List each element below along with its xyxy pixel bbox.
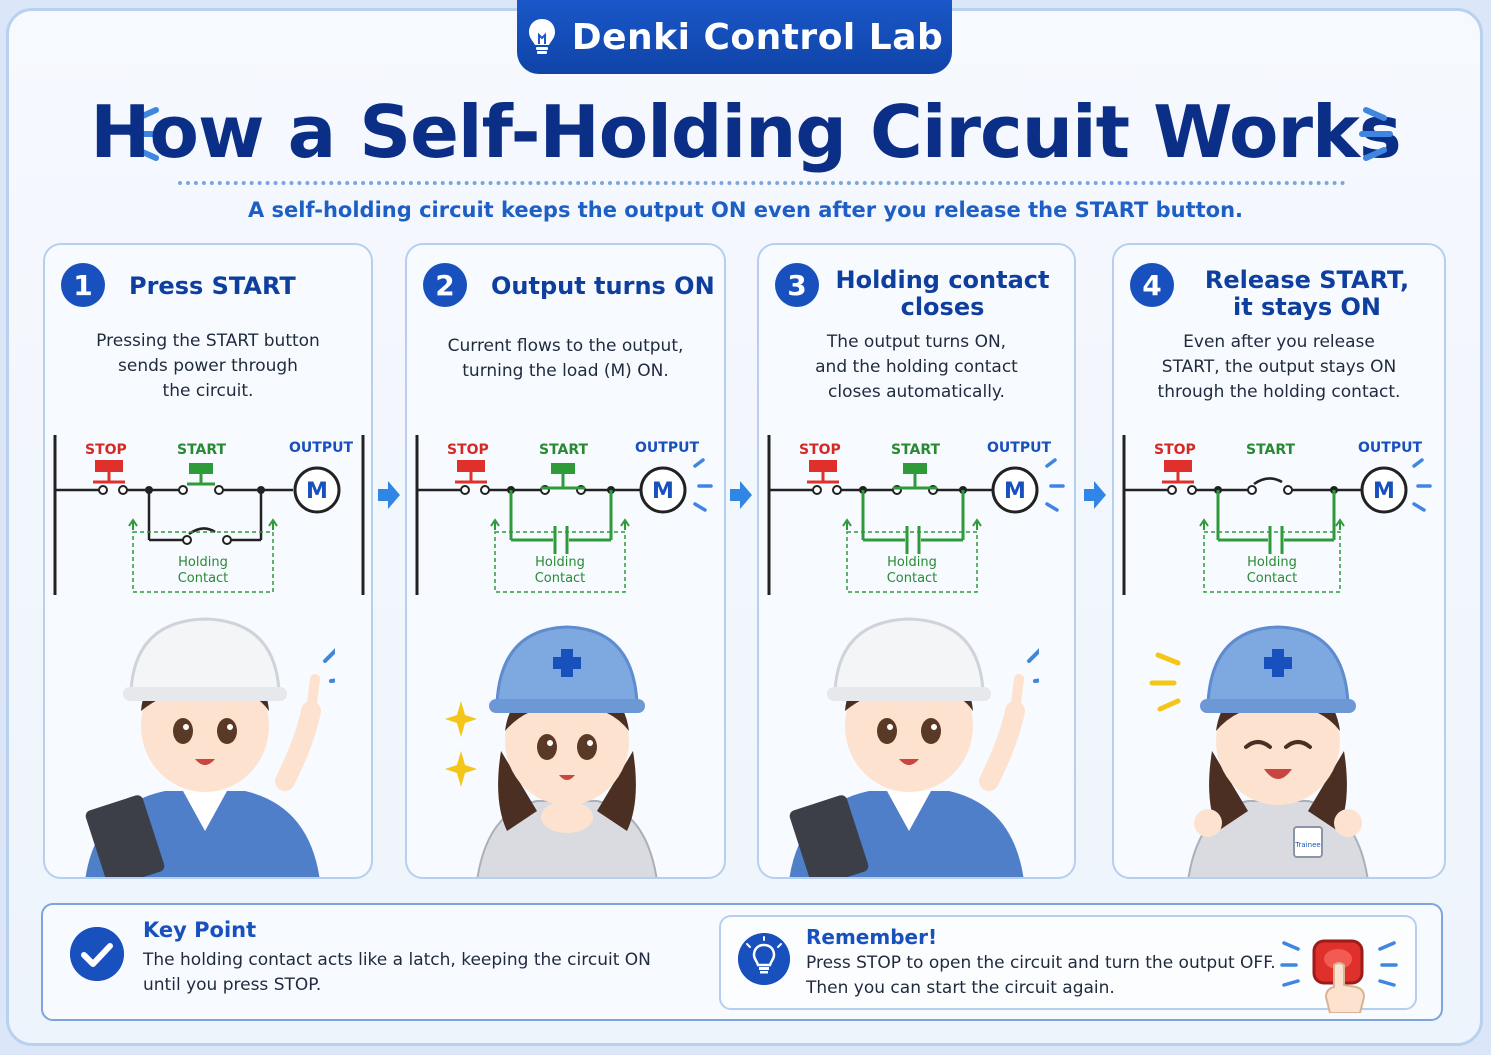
key-point-text: The holding contact acts like a latch, k… xyxy=(143,950,651,995)
title-divider xyxy=(178,181,1346,185)
svg-text:START: START xyxy=(539,442,589,458)
step-card-2: 2 Output turns ON Current flows to the o… xyxy=(405,243,726,879)
step-number: 3 xyxy=(775,263,819,307)
svg-text:M: M xyxy=(1004,479,1026,504)
engineer-girl-cheering-icon: Trainee xyxy=(1149,625,1369,877)
step-number: 1 xyxy=(61,263,105,307)
svg-text:Contact: Contact xyxy=(887,571,938,586)
step-description: The output turns ON,and the holding cont… xyxy=(815,332,1018,402)
remember-title: Remember! xyxy=(806,925,938,949)
svg-text:Holding: Holding xyxy=(178,555,228,570)
svg-text:STOP: STOP xyxy=(1154,442,1196,458)
stop-button-press-icon xyxy=(1280,939,1398,1013)
step-title: Release START,it stays ON xyxy=(1204,266,1410,321)
key-point-title: Key Point xyxy=(143,918,257,942)
ladder-circuit-2: STOP START OUTPUT M Holding Contact xyxy=(415,435,713,595)
brand-banner: Denki Control Lab xyxy=(517,0,952,74)
svg-text:STOP: STOP xyxy=(447,442,489,458)
engineer-girl-happy-icon xyxy=(445,625,658,877)
step-number: 2 xyxy=(423,263,467,307)
lightbulb-icon xyxy=(738,933,790,985)
page-title: How a Self-Holding Circuit Works xyxy=(90,90,1401,174)
name-badge-icon xyxy=(1293,826,1323,858)
svg-text:STOP: STOP xyxy=(85,442,127,458)
lightbulb-icon xyxy=(528,19,555,54)
svg-text:Holding: Holding xyxy=(887,555,937,570)
svg-text:Contact: Contact xyxy=(535,571,586,586)
svg-text:Trainee: Trainee xyxy=(1294,841,1320,849)
subtitle: A self-holding circuit keeps the output … xyxy=(247,198,1244,222)
sparkle-lines-right-icon xyxy=(1359,107,1393,161)
svg-text:START: START xyxy=(891,442,941,458)
ladder-circuit-3: STOP START OUTPUT M Holding Contact xyxy=(767,435,1065,595)
remember-text: Press STOP to open the circuit and turn … xyxy=(806,953,1276,998)
svg-text:OUTPUT: OUTPUT xyxy=(987,440,1051,456)
svg-text:STOP: STOP xyxy=(799,442,841,458)
step-description: Current flows to the output,turning the … xyxy=(447,336,684,381)
svg-text:Holding: Holding xyxy=(535,555,585,570)
remember-panel xyxy=(719,915,1417,1010)
sparkle-lines-left-icon xyxy=(129,107,163,161)
step-title: Output turns ON xyxy=(491,272,715,300)
engineer-boy-pointing-icon xyxy=(85,617,335,877)
checkmark-icon xyxy=(70,927,124,981)
ladder-circuit-4: STOP START OUTPUT M Holding Contact xyxy=(1122,435,1432,595)
svg-text:START: START xyxy=(177,442,227,458)
engineer-boy-pointing-icon xyxy=(789,617,1039,877)
svg-text:M: M xyxy=(652,479,674,504)
step-number: 4 xyxy=(1130,263,1174,307)
svg-text:M: M xyxy=(1373,479,1395,504)
svg-text:START: START xyxy=(1246,442,1296,458)
svg-text:M: M xyxy=(306,479,328,504)
step-title: Press START xyxy=(129,272,296,300)
arrow-right-icon xyxy=(1084,481,1106,509)
svg-text:Contact: Contact xyxy=(1247,571,1298,586)
svg-text:OUTPUT: OUTPUT xyxy=(1358,440,1422,456)
svg-text:OUTPUT: OUTPUT xyxy=(289,440,353,456)
brand-name: Denki Control Lab xyxy=(571,16,944,58)
arrow-right-icon xyxy=(378,481,400,509)
svg-text:OUTPUT: OUTPUT xyxy=(635,440,699,456)
step-card-4: 4 Release START,it stays ON Even after y… xyxy=(1112,243,1446,879)
ladder-circuit-1: STOP START OUTPUT M Holding Contact xyxy=(53,435,365,595)
arrow-right-icon xyxy=(730,481,752,509)
svg-text:Contact: Contact xyxy=(178,571,229,586)
svg-text:Holding: Holding xyxy=(1247,555,1297,570)
